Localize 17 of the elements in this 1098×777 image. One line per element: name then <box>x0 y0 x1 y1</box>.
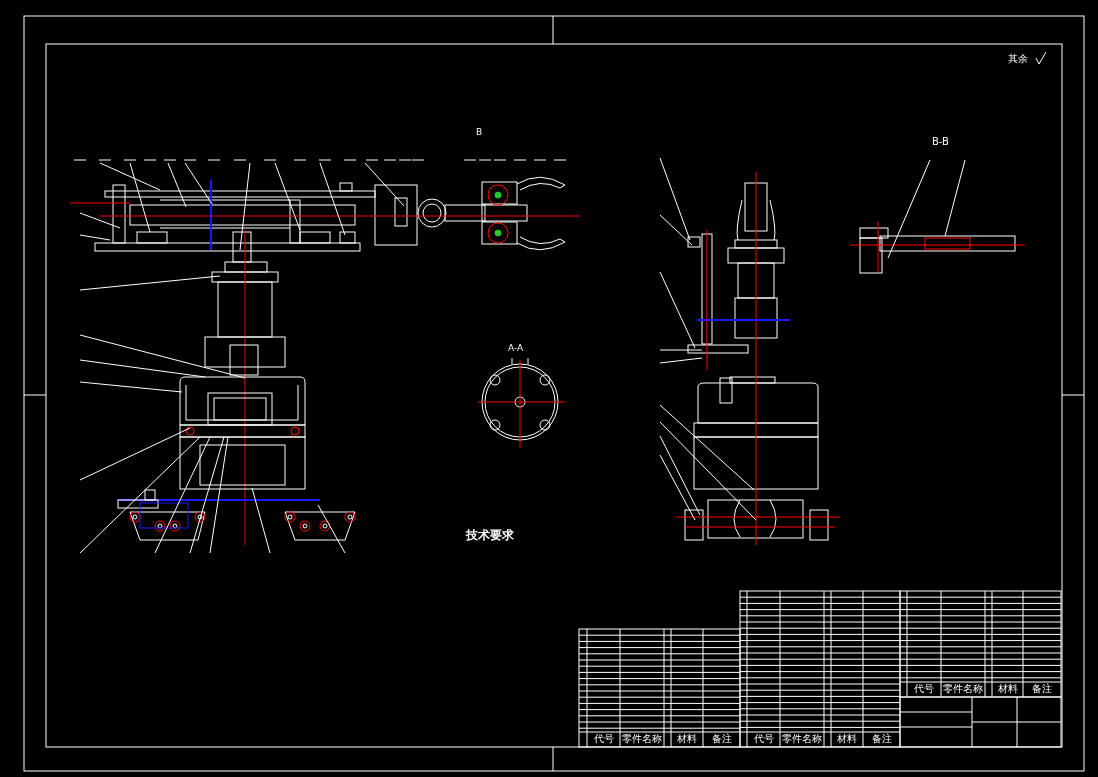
column-header: 材料 <box>996 684 1019 694</box>
column-header: 备注 <box>1031 684 1053 694</box>
column-header: 材料 <box>676 734 698 744</box>
roughness-note: 其余 <box>1008 54 1028 64</box>
column-header: 代号 <box>592 734 615 744</box>
note-heading: 技术要求 <box>466 529 514 541</box>
column-header: 零件名称 <box>621 734 663 744</box>
section-title: B-B <box>932 137 949 147</box>
section-title: A-A <box>508 344 524 353</box>
section-mark: B <box>476 128 483 137</box>
column-header: 备注 <box>710 734 733 744</box>
column-header: 材料 <box>836 734 858 744</box>
column-header: 代号 <box>752 734 775 744</box>
column-header: 备注 <box>870 734 893 744</box>
column-header: 零件名称 <box>781 734 823 744</box>
column-header: 代号 <box>913 684 935 694</box>
column-header: 零件名称 <box>942 684 984 694</box>
